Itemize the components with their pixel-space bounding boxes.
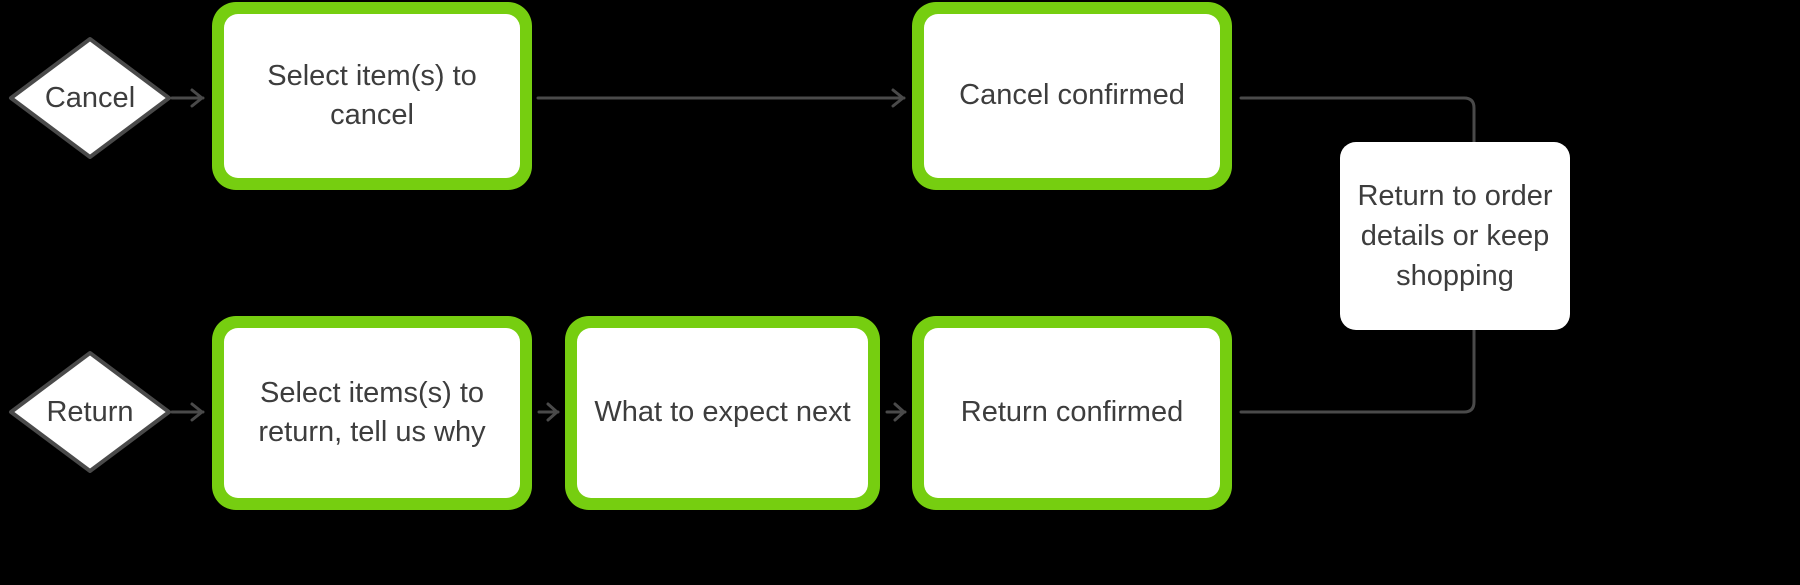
- diamond-shape-return: [9, 351, 171, 473]
- node-select-cancel[interactable]: Select item(s) to cancel: [212, 2, 532, 190]
- node-return-confirmed-inner: Return confirmed: [924, 328, 1220, 498]
- edge-cancel-to-select-cancel: [170, 88, 205, 108]
- node-cancel-confirmed-label: Cancel confirmed: [959, 79, 1185, 112]
- node-order-details[interactable]: Return to order details or keep shopping: [1340, 142, 1570, 330]
- node-cancel-decision-label: Cancel: [44, 81, 136, 114]
- node-what-next-inner: What to expect next: [577, 328, 868, 498]
- edge-select-return-to-what-next: [537, 402, 560, 422]
- node-what-next-label: What to expect next: [594, 396, 851, 429]
- node-select-cancel-label: Select item(s) to cancel: [267, 59, 477, 131]
- node-return-confirmed-label: Return confirmed: [960, 396, 1184, 429]
- node-select-cancel-inner: Select item(s) to cancel: [224, 14, 520, 178]
- node-return-decision[interactable]: Return: [8, 350, 172, 474]
- node-order-details-label: Return to order details or keep shopping: [1357, 179, 1553, 292]
- edge-select-cancel-to-cancel-confirmed: [536, 88, 906, 108]
- node-select-return-inner: Select items(s) to return, tell us why: [224, 328, 520, 498]
- node-return-decision-label: Return: [46, 395, 134, 428]
- node-what-next[interactable]: What to expect next: [565, 316, 880, 510]
- node-select-return-label: Select items(s) to return, tell us why: [258, 376, 486, 448]
- diamond-shape-cancel: [9, 37, 171, 159]
- edge-what-next-to-return-confirmed: [885, 402, 907, 422]
- node-select-return[interactable]: Select items(s) to return, tell us why: [212, 316, 532, 510]
- node-return-confirmed[interactable]: Return confirmed: [912, 316, 1232, 510]
- edge-return-to-select-return: [170, 402, 205, 422]
- node-cancel-confirmed-inner: Cancel confirmed: [924, 14, 1220, 178]
- node-cancel-confirmed[interactable]: Cancel confirmed: [912, 2, 1232, 190]
- node-cancel-decision[interactable]: Cancel: [8, 36, 172, 160]
